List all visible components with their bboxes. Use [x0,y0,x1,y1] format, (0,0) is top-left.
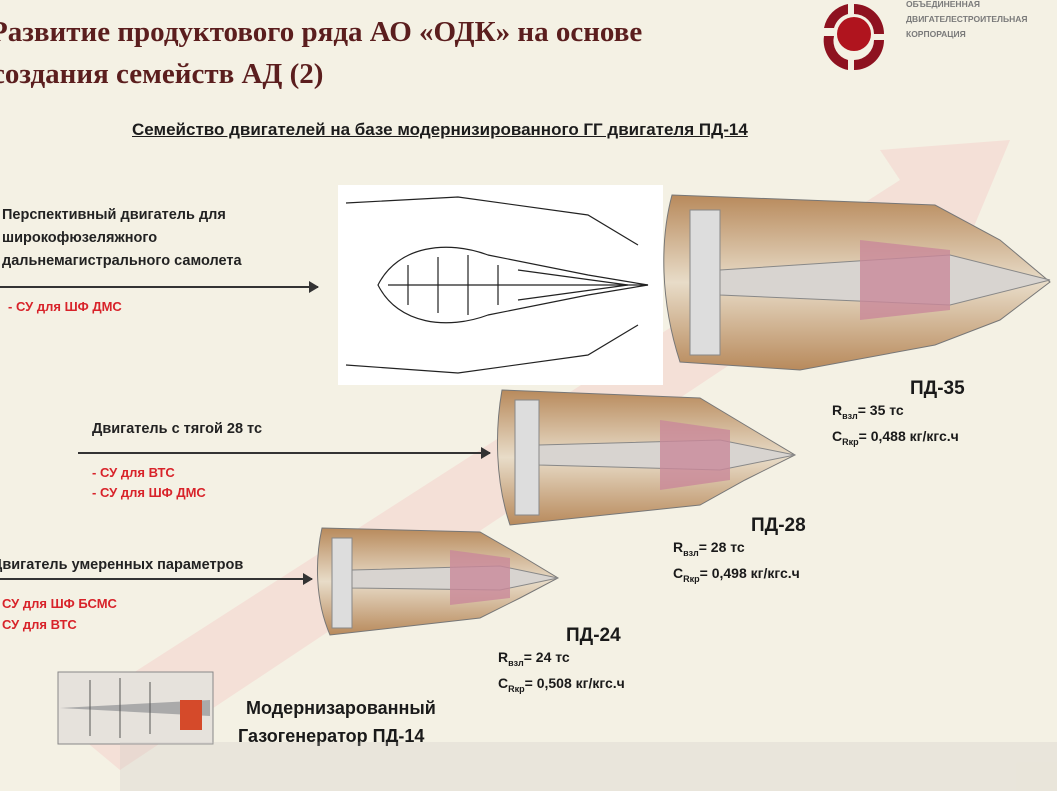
engine-sketch-drawing [338,185,663,385]
row3-use-2: - СУ для ВТС [0,617,77,632]
pd24-engine-image [317,527,560,636]
slide-subtitle: Семейство двигателей на базе модернизиро… [132,120,748,139]
row1-use: - СУ для ШФ ДМС [8,299,122,314]
row1-arrow [0,281,319,293]
pd28-engine-image [496,389,797,526]
row2-use-1: - СУ для ВТС [92,465,175,480]
slide-title-line2: создания семейств АД (2) [0,58,324,90]
label-line: дальнемагистрального самолета [2,253,242,269]
gas-generator-line: Модернизарованный [246,698,436,718]
row2-arrow [78,447,491,459]
logo-text-line: ОБЪЕДИНЕННАЯ [906,0,980,9]
gas-generator-line: Газогенератор ПД-14 [238,726,425,746]
row3-use-1: - СУ для ШФ БСМС [0,596,117,611]
logo-text-line: ДВИГАТЕЛЕСТРОИТЕЛЬНАЯ [906,14,1028,24]
uec-logo-icon [823,4,884,70]
logo-text: ОБЪЕДИНЕННАЯ ДВИГАТЕЛЕСТРОИТЕЛЬНАЯ КОРПО… [906,0,1028,42]
engine-name: ПД-35 [910,378,965,399]
logo-text-line: КОРПОРАЦИЯ [906,29,966,39]
gas-generator-image [57,671,214,745]
engine-name: ПД-28 [751,515,806,536]
slide-title-line1: Развитие продуктового ряда АО «ОДК» на о… [0,16,643,48]
row3-arrow [0,573,313,585]
gas-generator-label: Модернизарованный Газогенератор ПД-14 [238,694,436,750]
row3-label: Двигатель умеренных параметров [0,557,244,573]
label-line: Перспективный двигатель для [2,207,226,223]
pd28-specs: ПД-28 Rвзл= 28 тс CRкр= 0,498 кг/кгс.ч [673,515,806,589]
thrust-spec: Rвзл= 28 тс [673,539,745,558]
pd35-engine-image [663,194,1051,371]
sfc-spec: CRкр= 0,488 кг/кгс.ч [832,427,959,447]
row2-label: Двигатель с тягой 28 тс [92,421,263,437]
label-line: широкофюзеляжного [2,230,158,246]
row2-use-2: - СУ для ШФ ДМС [92,485,206,500]
pd24-specs: ПД-24 Rвзл= 24 тс CRкр= 0,508 кг/кгс.ч [498,625,625,699]
engine-name: ПД-24 [566,625,621,646]
row1-label: Перспективный двигатель для широкофюзеля… [2,204,242,273]
thrust-spec: Rвзл= 35 тс [832,402,904,421]
pd35-specs: ПД-35 Rвзл= 35 тс CRкр= 0,488 кг/кгс.ч [832,378,965,452]
thrust-spec: Rвзл= 24 тс [498,649,570,668]
viewer-toolbar[interactable] [120,742,1057,791]
sfc-spec: CRкр= 0,508 кг/кгс.ч [498,674,625,694]
sfc-spec: CRкр= 0,498 кг/кгс.ч [673,564,800,584]
